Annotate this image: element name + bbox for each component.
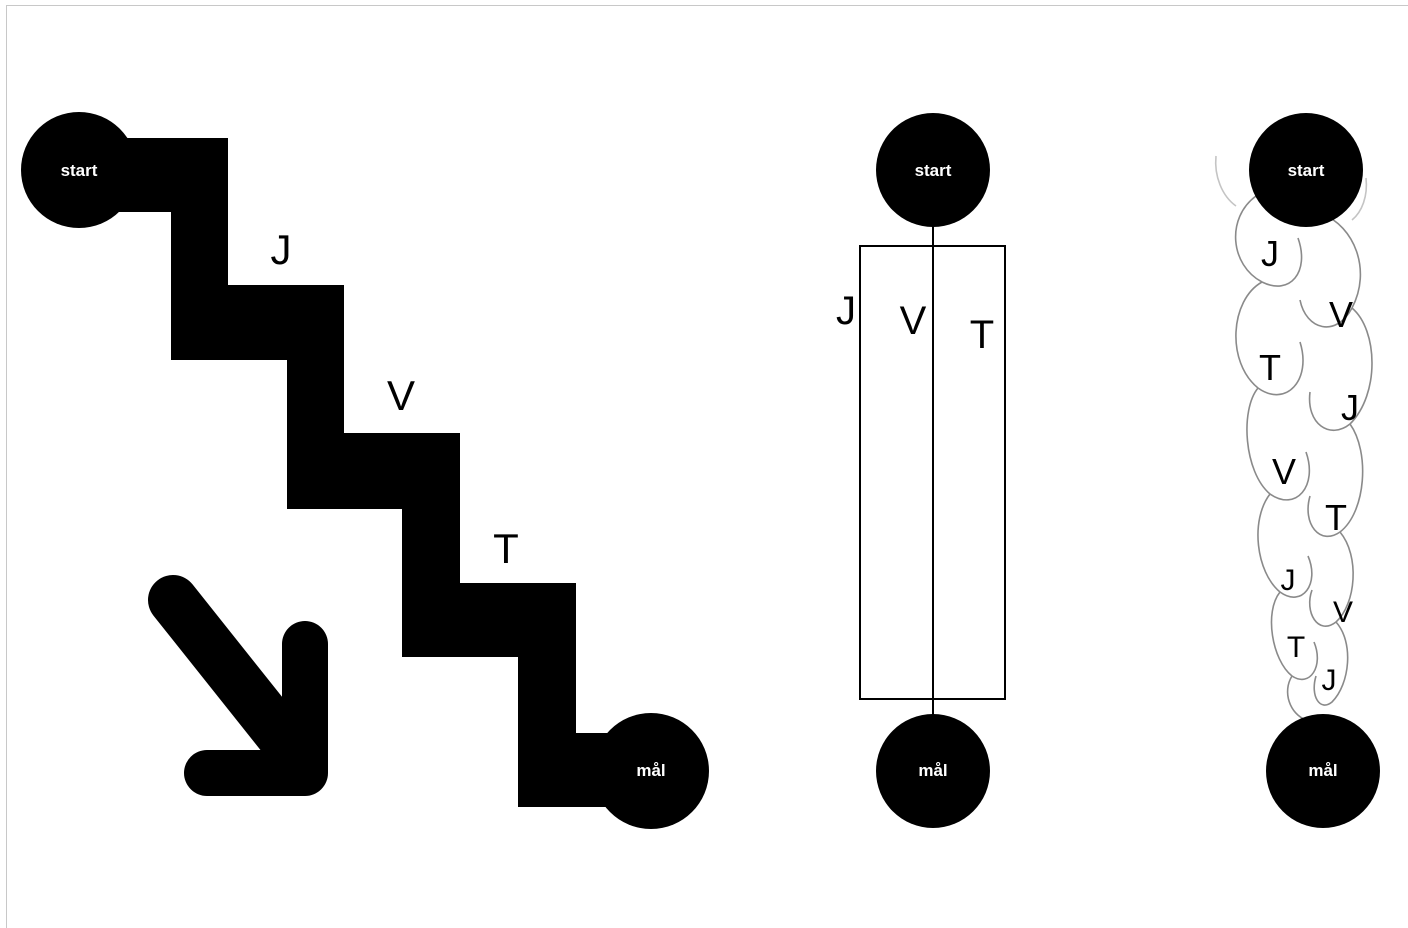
parallel-start-node xyxy=(876,113,990,227)
braid-strand-label: J xyxy=(1341,387,1359,428)
staircase-step-label: V xyxy=(387,372,415,419)
parallel-diagram: start mål J V T xyxy=(836,113,1006,828)
parallel-goal-label: mål xyxy=(918,761,947,780)
braid-strand-label: J xyxy=(1261,233,1279,274)
braid-strand-label: T xyxy=(1325,497,1347,538)
braid-goal-node xyxy=(1266,714,1380,828)
staircase-step-label: T xyxy=(493,525,519,572)
lane-label: T xyxy=(970,313,994,357)
staircase-goal-node xyxy=(593,713,709,829)
braid-diagram: start mål J V T J V T J V T J xyxy=(1214,113,1380,828)
braid-strand-label: J xyxy=(1281,564,1296,597)
braid-strand-label: V xyxy=(1333,596,1353,629)
braid-goal-label: mål xyxy=(1308,761,1337,780)
parallel-goal-node xyxy=(876,714,990,828)
lane-label: V xyxy=(900,299,927,343)
braid-strand-label: V xyxy=(1329,294,1353,335)
braid-strand-label: T xyxy=(1287,631,1305,664)
staircase-start-node xyxy=(21,112,137,228)
parallel-start-label: start xyxy=(915,161,952,180)
braid-strand-label: J xyxy=(1322,664,1337,697)
braid-start-node xyxy=(1249,113,1363,227)
braid-start-label: start xyxy=(1288,161,1325,180)
staircase-goal-label: mål xyxy=(636,761,665,780)
diagonal-arrow-icon xyxy=(148,575,328,796)
staircase-start-label: start xyxy=(61,161,98,180)
staircase-path xyxy=(110,138,640,807)
staircase-diagram: start mål J V T xyxy=(21,112,709,829)
braid-strand-label: V xyxy=(1272,451,1296,492)
lane-label: J xyxy=(836,289,856,333)
braid-strands xyxy=(1214,155,1373,721)
braid-strand-label: T xyxy=(1259,347,1281,388)
staircase-step-label: J xyxy=(271,226,292,273)
